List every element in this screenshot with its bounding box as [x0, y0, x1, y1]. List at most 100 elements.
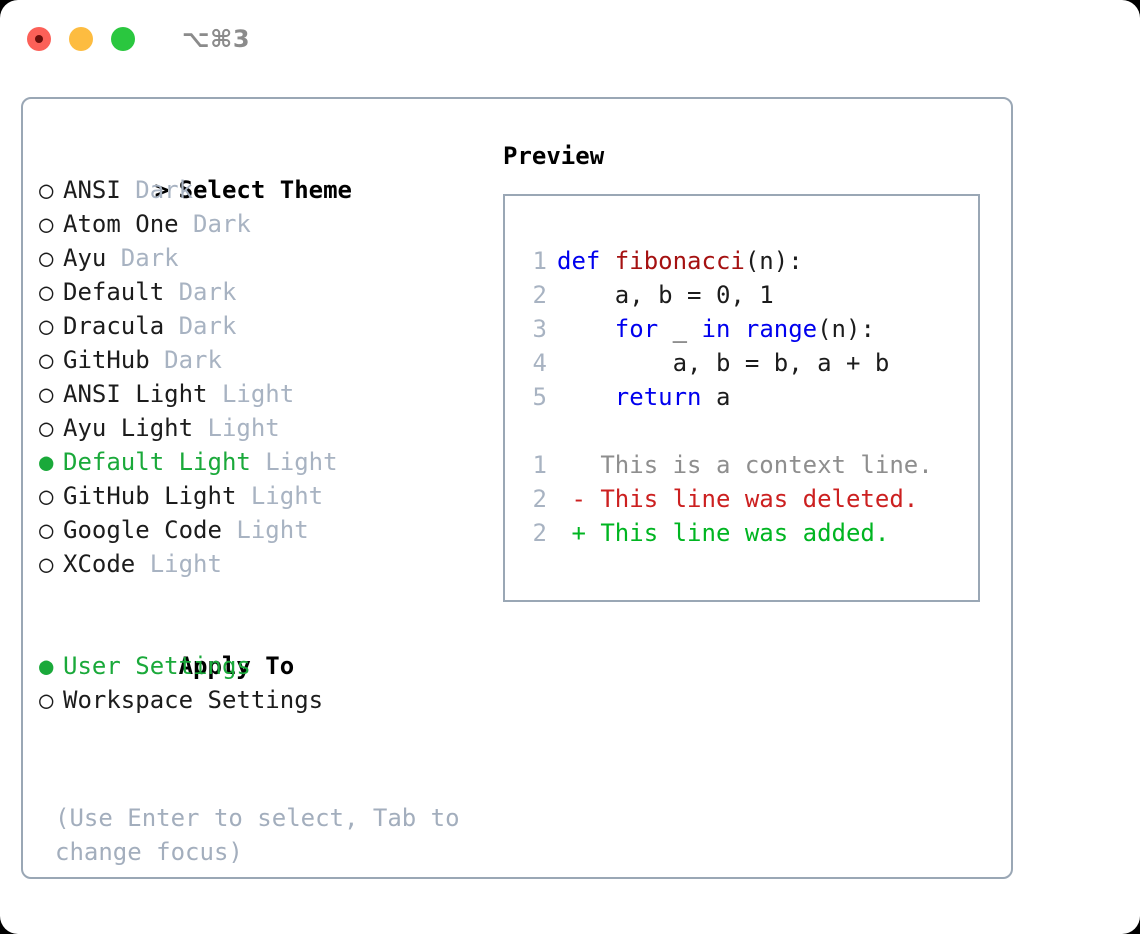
radio-unselected-icon: ○ — [39, 176, 54, 204]
line-number: 2 — [532, 281, 547, 309]
keyboard-hint-text: (Use Enter to select, Tab to change focu… — [55, 804, 475, 866]
theme-option-github[interactable]: ○ GitHub Dark — [39, 343, 489, 377]
code-token-ctx: This is a context line. — [557, 451, 933, 479]
code-token-plain — [557, 315, 615, 343]
radio-unselected-icon: ○ — [39, 210, 54, 238]
theme-option-label: Atom One — [63, 210, 179, 238]
radio-unselected-icon: ○ — [39, 550, 54, 578]
theme-variant-badge: Light — [221, 516, 309, 544]
preview-title: Preview — [503, 142, 605, 170]
code-token-del: - This line was deleted. — [557, 485, 919, 513]
line-number: 3 — [532, 315, 547, 343]
radio-unselected-icon: ○ — [39, 380, 54, 408]
radio-selected-icon: ● — [39, 652, 54, 680]
theme-option-ayu-light[interactable]: ○ Ayu Light Light — [39, 411, 489, 445]
code-token-plain — [557, 383, 615, 411]
theme-variant-badge: Dark — [106, 244, 179, 272]
theme-option-xcode[interactable]: ○ XCode Light — [39, 547, 489, 581]
apply-to-option-user-settings[interactable]: ● User Settings — [39, 649, 489, 683]
theme-selector-dialog: > Select Theme ○ ANSI Dark ○ Atom One Dark ○ A… — [21, 97, 1013, 879]
apply-to-header: Apply To — [39, 615, 489, 680]
radio-unselected-icon: ○ — [39, 312, 54, 340]
theme-variant-badge: Dark — [120, 176, 194, 204]
theme-option-label: Ayu — [63, 244, 107, 272]
title-bar: ⌥⌘3 — [0, 0, 1140, 78]
code-line: 1 This is a context line. — [521, 448, 978, 482]
theme-option-label: Default Light — [63, 448, 251, 476]
code-line: 2 a, b = 0, 1 — [521, 278, 978, 312]
theme-option-label: Default — [63, 278, 165, 306]
theme-option-label: ANSI Light — [63, 380, 208, 408]
theme-option-ansi-light[interactable]: ○ ANSI Light Light — [39, 377, 489, 411]
theme-option-list: ○ ANSI Dark ○ Atom One Dark ○ Ayu Dark ○ Defaul… — [39, 173, 489, 581]
theme-variant-badge: Dark — [178, 210, 251, 238]
code-line: 2 - This line was deleted. — [521, 482, 978, 516]
minimize-window-button[interactable] — [69, 27, 93, 51]
code-token-kw: def — [557, 247, 615, 275]
line-number: 5 — [532, 383, 547, 411]
code-blank-line — [521, 414, 978, 448]
code-line: 3 for _ in range(n): — [521, 312, 978, 346]
code-token-kw: for — [614, 315, 659, 343]
theme-list-pane: > Select Theme ○ ANSI Dark ○ Atom One Dark ○ A… — [39, 139, 489, 866]
line-number: 2 — [532, 519, 547, 547]
apply-to-title: Apply To — [178, 652, 295, 680]
theme-option-label: ANSI — [63, 176, 121, 204]
theme-option-label: GitHub Light — [63, 482, 237, 510]
theme-variant-badge: Light — [135, 550, 222, 578]
radio-unselected-icon: ○ — [39, 346, 54, 374]
theme-option-label: XCode — [63, 550, 136, 578]
code-line: 4 a, b = b, a + b — [521, 346, 978, 380]
maximize-window-button[interactable] — [111, 27, 135, 51]
theme-option-ayu[interactable]: ○ Ayu Dark — [39, 241, 489, 275]
apply-to-spacer — [39, 581, 489, 615]
keyboard-shortcut-label: ⌥⌘3 — [182, 25, 251, 53]
code-token-plain: a — [701, 383, 731, 411]
radio-unselected-icon: ○ — [39, 516, 54, 544]
radio-unselected-icon: ○ — [39, 244, 54, 272]
select-theme-header-label: Select Theme — [178, 176, 352, 204]
code-token-kw: in range — [701, 315, 818, 343]
close-window-button[interactable] — [27, 27, 51, 51]
select-theme-header: > Select Theme — [39, 139, 489, 204]
code-token-plain: (n): — [817, 315, 875, 343]
apply-to-option-workspace-settings[interactable]: ○ Workspace Settings — [39, 683, 489, 717]
theme-option-default-light[interactable]: ●Default Light Light — [39, 445, 489, 479]
line-number: 1 — [532, 247, 547, 275]
theme-option-atom-one[interactable]: ○ Atom One Dark — [39, 207, 489, 241]
code-token-kw: return — [614, 383, 702, 411]
theme-option-label: GitHub — [63, 346, 150, 374]
theme-option-label: Ayu Light — [63, 414, 194, 442]
theme-option-dracula[interactable]: ○Dracula Dark — [39, 309, 489, 343]
code-line: 5 return a — [521, 380, 978, 414]
theme-variant-badge: Light — [207, 380, 295, 408]
theme-variant-badge: Dark — [149, 346, 222, 374]
theme-option-github-light[interactable]: ○GitHub Light Light — [39, 479, 489, 513]
window-controls — [27, 27, 135, 51]
theme-variant-badge: Light — [193, 414, 280, 442]
code-token-add: + This line was added. — [557, 519, 890, 547]
theme-option-ansi[interactable]: ○ ANSI Dark — [39, 173, 489, 207]
code-token-plain: a, b = b, a + b — [557, 349, 890, 377]
line-number: 4 — [532, 349, 547, 377]
theme-option-default[interactable]: ○Default Dark — [39, 275, 489, 309]
theme-option-google-code[interactable]: ○Google Code Light — [39, 513, 489, 547]
code-line: 2 + This line was added. — [521, 516, 978, 550]
code-token-plain: a, b = 0, 1 — [557, 281, 774, 309]
code-token-plain: _ — [658, 315, 702, 343]
apply-to-option-label: User Settings — [63, 652, 251, 680]
prompt-caret-icon: > — [154, 176, 170, 204]
theme-option-label: Dracula — [63, 312, 165, 340]
radio-selected-icon: ● — [39, 448, 54, 476]
radio-unselected-icon: ○ — [39, 686, 54, 714]
apply-to-option-label: Workspace Settings — [63, 686, 324, 714]
line-number: 1 — [532, 451, 547, 479]
radio-unselected-icon: ○ — [39, 414, 54, 442]
radio-unselected-icon: ○ — [39, 278, 54, 306]
radio-unselected-icon: ○ — [39, 482, 54, 510]
